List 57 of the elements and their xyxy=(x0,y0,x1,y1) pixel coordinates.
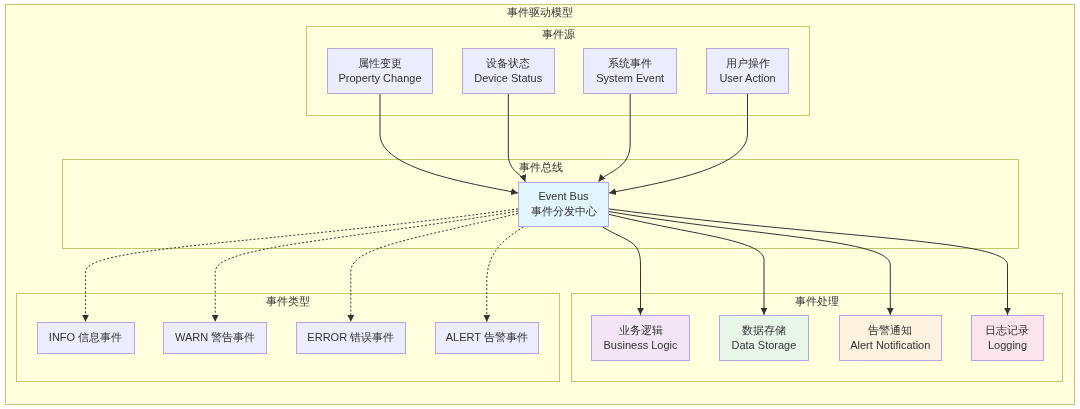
box-label: INFO 信息事件 xyxy=(48,330,123,346)
box-label: 用户操作 xyxy=(725,56,770,71)
group-panel xyxy=(16,292,560,383)
group-panel xyxy=(5,4,1075,405)
group-title: 事件源 xyxy=(541,27,575,41)
dotted-arrow xyxy=(82,208,519,323)
arrow xyxy=(608,211,894,316)
process-box xyxy=(327,48,433,94)
arrow xyxy=(602,226,644,316)
dotted-arrow xyxy=(483,226,524,323)
box-label: 系统事件 xyxy=(608,56,653,71)
box-label: User Action xyxy=(719,71,776,86)
group-panel xyxy=(571,292,1064,383)
box-label: Data Storage xyxy=(731,337,797,353)
process-box xyxy=(583,48,677,94)
box-label: 告警通知 xyxy=(868,322,913,338)
process-box xyxy=(462,48,555,94)
arrow xyxy=(608,93,748,196)
arrow xyxy=(608,208,1011,316)
process-box xyxy=(163,321,267,354)
box-label: System Event xyxy=(596,71,665,86)
process-box xyxy=(591,314,690,361)
group-panel xyxy=(306,26,810,116)
group-title: 事件类型 xyxy=(265,293,310,308)
group-title: 事件处理 xyxy=(795,293,840,308)
arrow xyxy=(608,213,768,316)
box-label: 属性变更 xyxy=(358,56,402,71)
process-box xyxy=(296,321,406,354)
process-box xyxy=(718,314,810,361)
process-box xyxy=(838,314,942,361)
group-title: 事件驱动模型 xyxy=(507,5,573,19)
box-label: 日志记录 xyxy=(985,322,1030,338)
group-panel xyxy=(62,159,1019,249)
process-box xyxy=(971,314,1044,361)
dotted-arrow xyxy=(347,212,519,323)
box-label: Alert Notification xyxy=(850,337,931,353)
box-label: 业务逻辑 xyxy=(618,322,663,338)
dotted-arrow xyxy=(211,210,519,323)
box-label: ERROR 错误事件 xyxy=(307,330,395,346)
arrow xyxy=(507,93,526,183)
box-label: Device Status xyxy=(474,71,543,86)
box-label: Property Change xyxy=(338,71,422,86)
process-box xyxy=(434,321,539,354)
process-box xyxy=(706,48,789,94)
arrow xyxy=(379,93,519,196)
box-label: ALERT 告警事件 xyxy=(445,330,528,346)
arrow xyxy=(598,93,631,183)
box-label: 设备状态 xyxy=(486,56,531,71)
box-label: 事件分发中心 xyxy=(530,204,597,220)
group-title: 事件总线 xyxy=(518,160,563,174)
process-box xyxy=(518,181,609,227)
box-label: WARN 警告事件 xyxy=(175,330,256,346)
box-label: 数据存储 xyxy=(741,322,786,338)
box-label: Event Bus xyxy=(538,189,589,205)
box-label: Logging xyxy=(987,337,1028,353)
process-box xyxy=(36,321,135,354)
box-label: Business Logic xyxy=(603,337,678,353)
